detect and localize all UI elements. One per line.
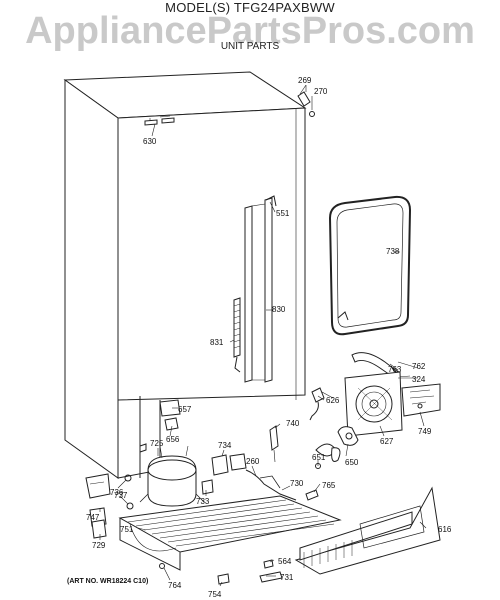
callout-630: 630 — [143, 137, 157, 146]
callout-734: 734 — [218, 441, 232, 450]
callout-651: 651 — [312, 453, 326, 462]
callout-551: 551 — [276, 209, 290, 218]
callout-260: 260 — [246, 457, 260, 466]
callout-270: 270 — [314, 87, 328, 96]
fan-housing — [344, 371, 403, 437]
callout-725: 725 — [150, 439, 164, 448]
relay-parts — [139, 399, 181, 453]
callout-831: 831 — [210, 338, 224, 347]
callout-627: 627 — [380, 437, 394, 446]
small-hardware — [159, 559, 283, 585]
breaker-strip — [244, 195, 277, 383]
defrost-sensor — [269, 425, 279, 463]
callout-731: 731 — [280, 573, 294, 582]
compressor — [139, 445, 205, 507]
callout-labels: 269 270 630 551 738 830 831 763 762 324 … — [86, 76, 452, 599]
callout-650: 650 — [345, 458, 359, 467]
callout-269: 269 — [298, 76, 312, 85]
callout-729: 729 — [92, 541, 106, 550]
wire-connector — [309, 387, 334, 421]
control-board — [401, 383, 441, 417]
callout-564: 564 — [278, 557, 292, 566]
overload-relay — [211, 453, 247, 476]
condenser-base — [118, 495, 342, 571]
callout-740: 740 — [286, 419, 300, 428]
callout-737: 737 — [114, 491, 128, 500]
callout-733: 733 — [196, 497, 210, 506]
refrigerant-tubing — [245, 469, 297, 501]
callout-616: 616 — [438, 525, 452, 534]
fan-motor — [315, 426, 359, 469]
watermark: AppliancePartsPros.com — [25, 10, 475, 52]
callout-626: 626 — [326, 396, 340, 405]
rear-grille — [294, 486, 441, 575]
callout-754: 754 — [208, 590, 222, 599]
capacitor — [201, 479, 214, 495]
callout-657: 657 — [178, 405, 192, 414]
art-number: (ART NO. WR18224 C10) — [67, 578, 149, 585]
mounting-clip — [305, 489, 319, 501]
callout-751: 751 — [120, 525, 134, 534]
callout-762: 762 — [412, 362, 426, 371]
callout-730: 730 — [290, 479, 304, 488]
section-title: UNIT PARTS — [220, 41, 280, 52]
cabinet-shell — [63, 71, 307, 479]
callout-656: 656 — [166, 435, 180, 444]
callout-763: 763 — [388, 365, 402, 374]
door-gasket — [328, 195, 412, 336]
hinge-bracket — [297, 85, 315, 117]
callout-764: 764 — [168, 581, 182, 590]
callout-749: 749 — [418, 427, 432, 436]
heater-coil — [233, 297, 241, 373]
callout-747: 747 — [86, 513, 100, 522]
callout-765: 765 — [322, 481, 336, 490]
leader-lines — [99, 84, 427, 587]
left-bracket-parts — [85, 473, 134, 539]
callout-736: 736 — [110, 488, 124, 497]
callout-738: 738 — [386, 247, 400, 256]
model-title: MODEL(S) TFG24PAXBWW — [165, 0, 335, 15]
callout-830: 830 — [272, 305, 286, 314]
callout-324: 324 — [412, 375, 426, 384]
